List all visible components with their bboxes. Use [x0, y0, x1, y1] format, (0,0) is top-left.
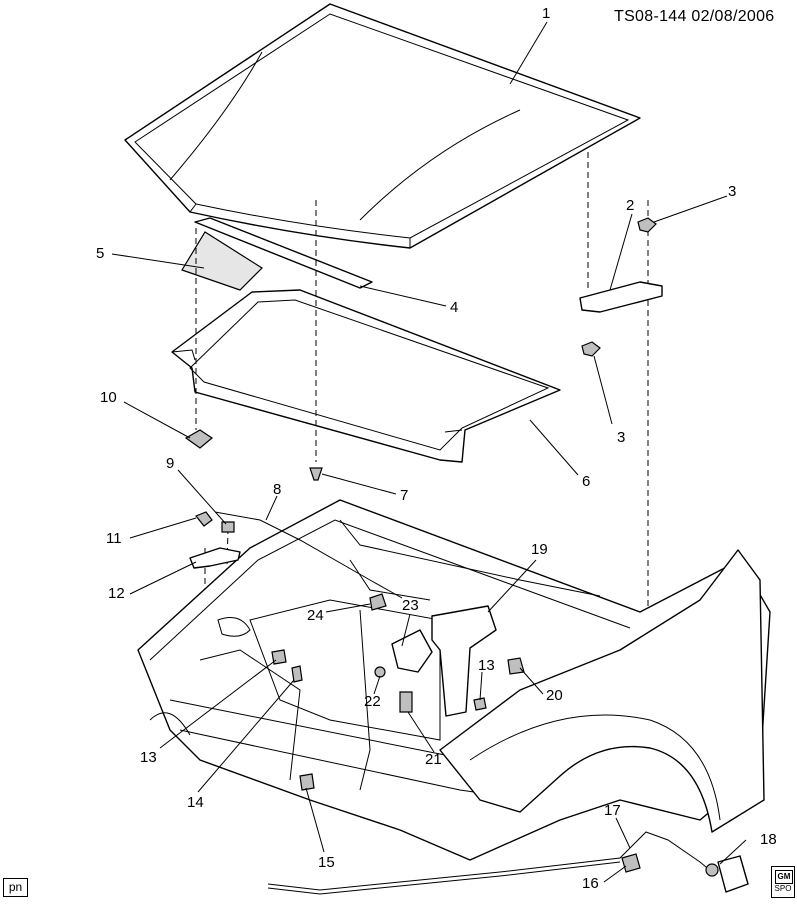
hood-latch — [391, 629, 433, 673]
front-fender — [439, 549, 765, 833]
callout-23: 23 — [402, 597, 419, 614]
callout-2: 2 — [626, 197, 635, 214]
callout-3-lower: 3 — [617, 429, 626, 446]
callout-13-left: 13 — [140, 749, 157, 766]
callout-22: 22 — [364, 693, 381, 710]
hinge-bolt-upper — [637, 217, 657, 233]
callout-19: 19 — [531, 541, 548, 558]
leader-lines — [111, 21, 747, 883]
callout-15: 15 — [318, 854, 335, 871]
cable-retainer — [621, 853, 641, 873]
hood-label — [181, 231, 263, 291]
callout-7: 7 — [400, 487, 409, 504]
callout-10: 10 — [100, 389, 117, 406]
latch-nut — [374, 666, 386, 678]
hinge-bolt-lower — [581, 341, 601, 357]
latch-bolt-right — [473, 697, 487, 711]
release-cable — [267, 831, 713, 891]
callout-14: 14 — [187, 794, 204, 811]
insulator-retainer — [309, 467, 323, 481]
callout-3-upper: 3 — [728, 183, 737, 200]
handle-grommet — [705, 863, 719, 877]
callout-13-right: 13 — [478, 657, 495, 674]
hood-insulator — [171, 289, 561, 463]
callout-12: 12 — [108, 585, 125, 602]
spo-logo-text: SPO — [774, 884, 792, 893]
document-id: TS08-144 02/08/2006 — [614, 8, 775, 25]
hood-bumper — [184, 429, 214, 449]
pn-label: pn — [3, 878, 28, 897]
callout-11: 11 — [106, 530, 122, 547]
callout-9: 9 — [166, 455, 175, 472]
callout-5: 5 — [96, 245, 105, 262]
callout-18: 18 — [760, 831, 777, 848]
prop-rod-clip — [221, 521, 235, 533]
gm-logo-mark: GM — [775, 870, 793, 884]
hood-seal-strip — [194, 217, 373, 289]
hood-hinge — [579, 281, 663, 313]
hood-panel — [124, 3, 641, 249]
push-retainer — [291, 665, 303, 683]
callout-6: 6 — [582, 473, 591, 490]
callout-8: 8 — [273, 481, 282, 498]
callout-20: 20 — [546, 687, 563, 704]
cable-clip — [369, 593, 387, 611]
callout-4: 4 — [450, 299, 459, 316]
bracket-bolt — [195, 511, 213, 527]
radiator-support-bumper — [299, 773, 315, 791]
latch-support-bracket — [431, 605, 497, 717]
callout-16: 16 — [582, 875, 599, 892]
callout-1: 1 — [542, 5, 551, 22]
callout-21: 21 — [425, 751, 442, 768]
prop-rod-bracket — [189, 547, 241, 569]
gm-spo-logo: GM SPO — [771, 866, 795, 898]
hood-bumper-front — [399, 691, 413, 713]
callout-24: 24 — [307, 607, 324, 624]
callout-17: 17 — [604, 802, 621, 819]
hood-prop-rod — [214, 511, 403, 599]
release-handle — [717, 855, 749, 893]
